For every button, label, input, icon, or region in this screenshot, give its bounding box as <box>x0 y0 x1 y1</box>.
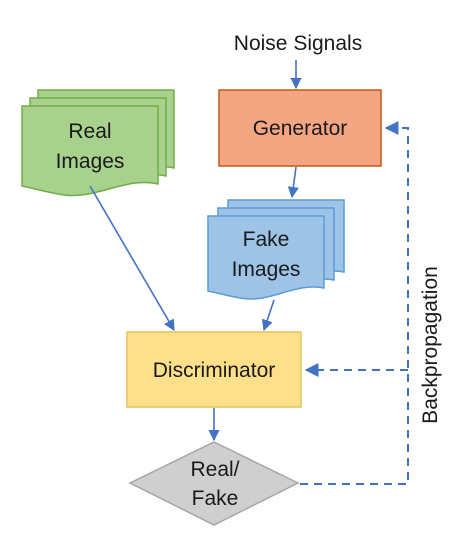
fake-images-label-line1: Fake <box>243 228 290 251</box>
generator-label: Generator <box>253 117 348 140</box>
generator-node: Generator <box>218 89 382 167</box>
real-images-label-line1: Real <box>68 120 111 143</box>
real-images-document <box>21 105 159 197</box>
decision-node: Real/ Fake <box>128 441 300 526</box>
fake-images-stack: Fake Images <box>207 199 345 300</box>
real-images-stack: Real Images <box>21 89 175 197</box>
decision-label-line2: Fake <box>192 487 239 510</box>
real-images-label-line2: Images <box>56 150 125 173</box>
fake-images-document <box>207 215 325 300</box>
decision-label-line1: Real/ <box>190 458 239 481</box>
discriminator-label: Discriminator <box>153 359 276 382</box>
fake-to-discriminator-arrow <box>261 299 275 332</box>
backpropagation-label: Backpropagation <box>419 266 442 424</box>
real-to-discriminator-arrow <box>89 185 175 331</box>
backpropagation-path <box>300 121 409 485</box>
generator-to-fake-arrow <box>287 166 299 199</box>
noise-signals-label: Noise Signals <box>234 32 362 55</box>
fake-images-label-line2: Images <box>232 258 301 281</box>
backprop-main-line <box>300 121 409 485</box>
discriminator-node: Discriminator <box>126 331 302 408</box>
